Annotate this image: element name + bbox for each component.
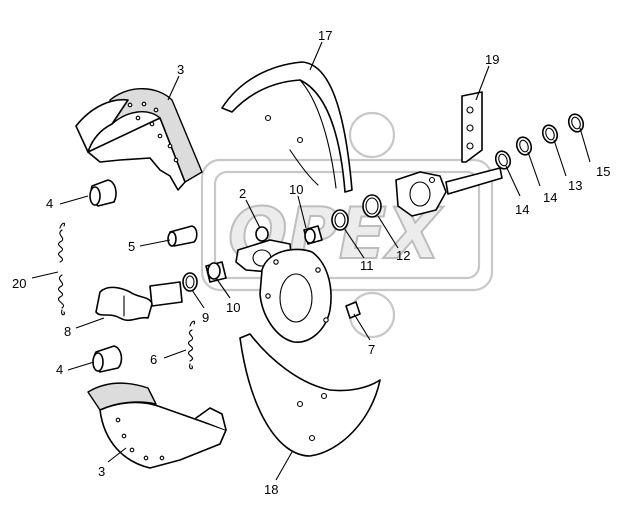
- callout-labels: 17 19 3 15 13 14 14 4 2 10 12 11 5 20 9 …: [12, 28, 610, 497]
- camshaft-8: [95, 281, 183, 322]
- callout-17: 17: [318, 28, 332, 43]
- brake-spider: [259, 248, 332, 343]
- brake-shoe-lower: [87, 382, 227, 469]
- callout-15: 15: [596, 164, 610, 179]
- dust-shield-upper: [221, 61, 353, 193]
- anchor-pin: [167, 225, 198, 247]
- leader-lines: [31, 41, 591, 481]
- spring-6: [188, 320, 196, 370]
- ring-9: [182, 272, 198, 292]
- camshaft-bracket: [395, 167, 503, 217]
- callout-19: 19: [485, 52, 499, 67]
- ring-11: [331, 209, 349, 231]
- callout-18: 18: [264, 482, 278, 497]
- callout-11: 11: [360, 258, 374, 273]
- roller-upper: [89, 179, 117, 207]
- callout-12: 12: [396, 248, 410, 263]
- callout-10-upper: 10: [289, 182, 303, 197]
- callout-4-lower: 4: [56, 362, 63, 377]
- callout-7: 7: [368, 342, 375, 357]
- bushing-10-upper: [303, 225, 323, 245]
- callout-2: 2: [239, 186, 246, 201]
- bushing-10-lower: [205, 261, 227, 283]
- callout-3-upper: 3: [177, 62, 184, 77]
- callout-9: 9: [202, 310, 209, 325]
- callout-14-b: 14: [515, 202, 529, 217]
- ring-set: [494, 113, 585, 170]
- bracket-19: [461, 91, 483, 163]
- callout-20: 20: [12, 276, 26, 291]
- callout-5: 5: [128, 239, 135, 254]
- callout-6: 6: [150, 352, 157, 367]
- callout-8: 8: [64, 324, 71, 339]
- dust-shield-lower: [239, 333, 381, 457]
- spring-20: [58, 222, 66, 316]
- callout-10-lower: 10: [226, 300, 240, 315]
- callout-3-lower: 3: [98, 464, 105, 479]
- bushing-12: [362, 194, 382, 218]
- callout-4-upper: 4: [46, 196, 53, 211]
- brake-shoe-upper: [75, 88, 203, 191]
- bushing-7: [345, 301, 361, 319]
- callout-13: 13: [568, 178, 582, 193]
- roller-lower: [92, 345, 123, 373]
- callout-14-a: 14: [543, 190, 557, 205]
